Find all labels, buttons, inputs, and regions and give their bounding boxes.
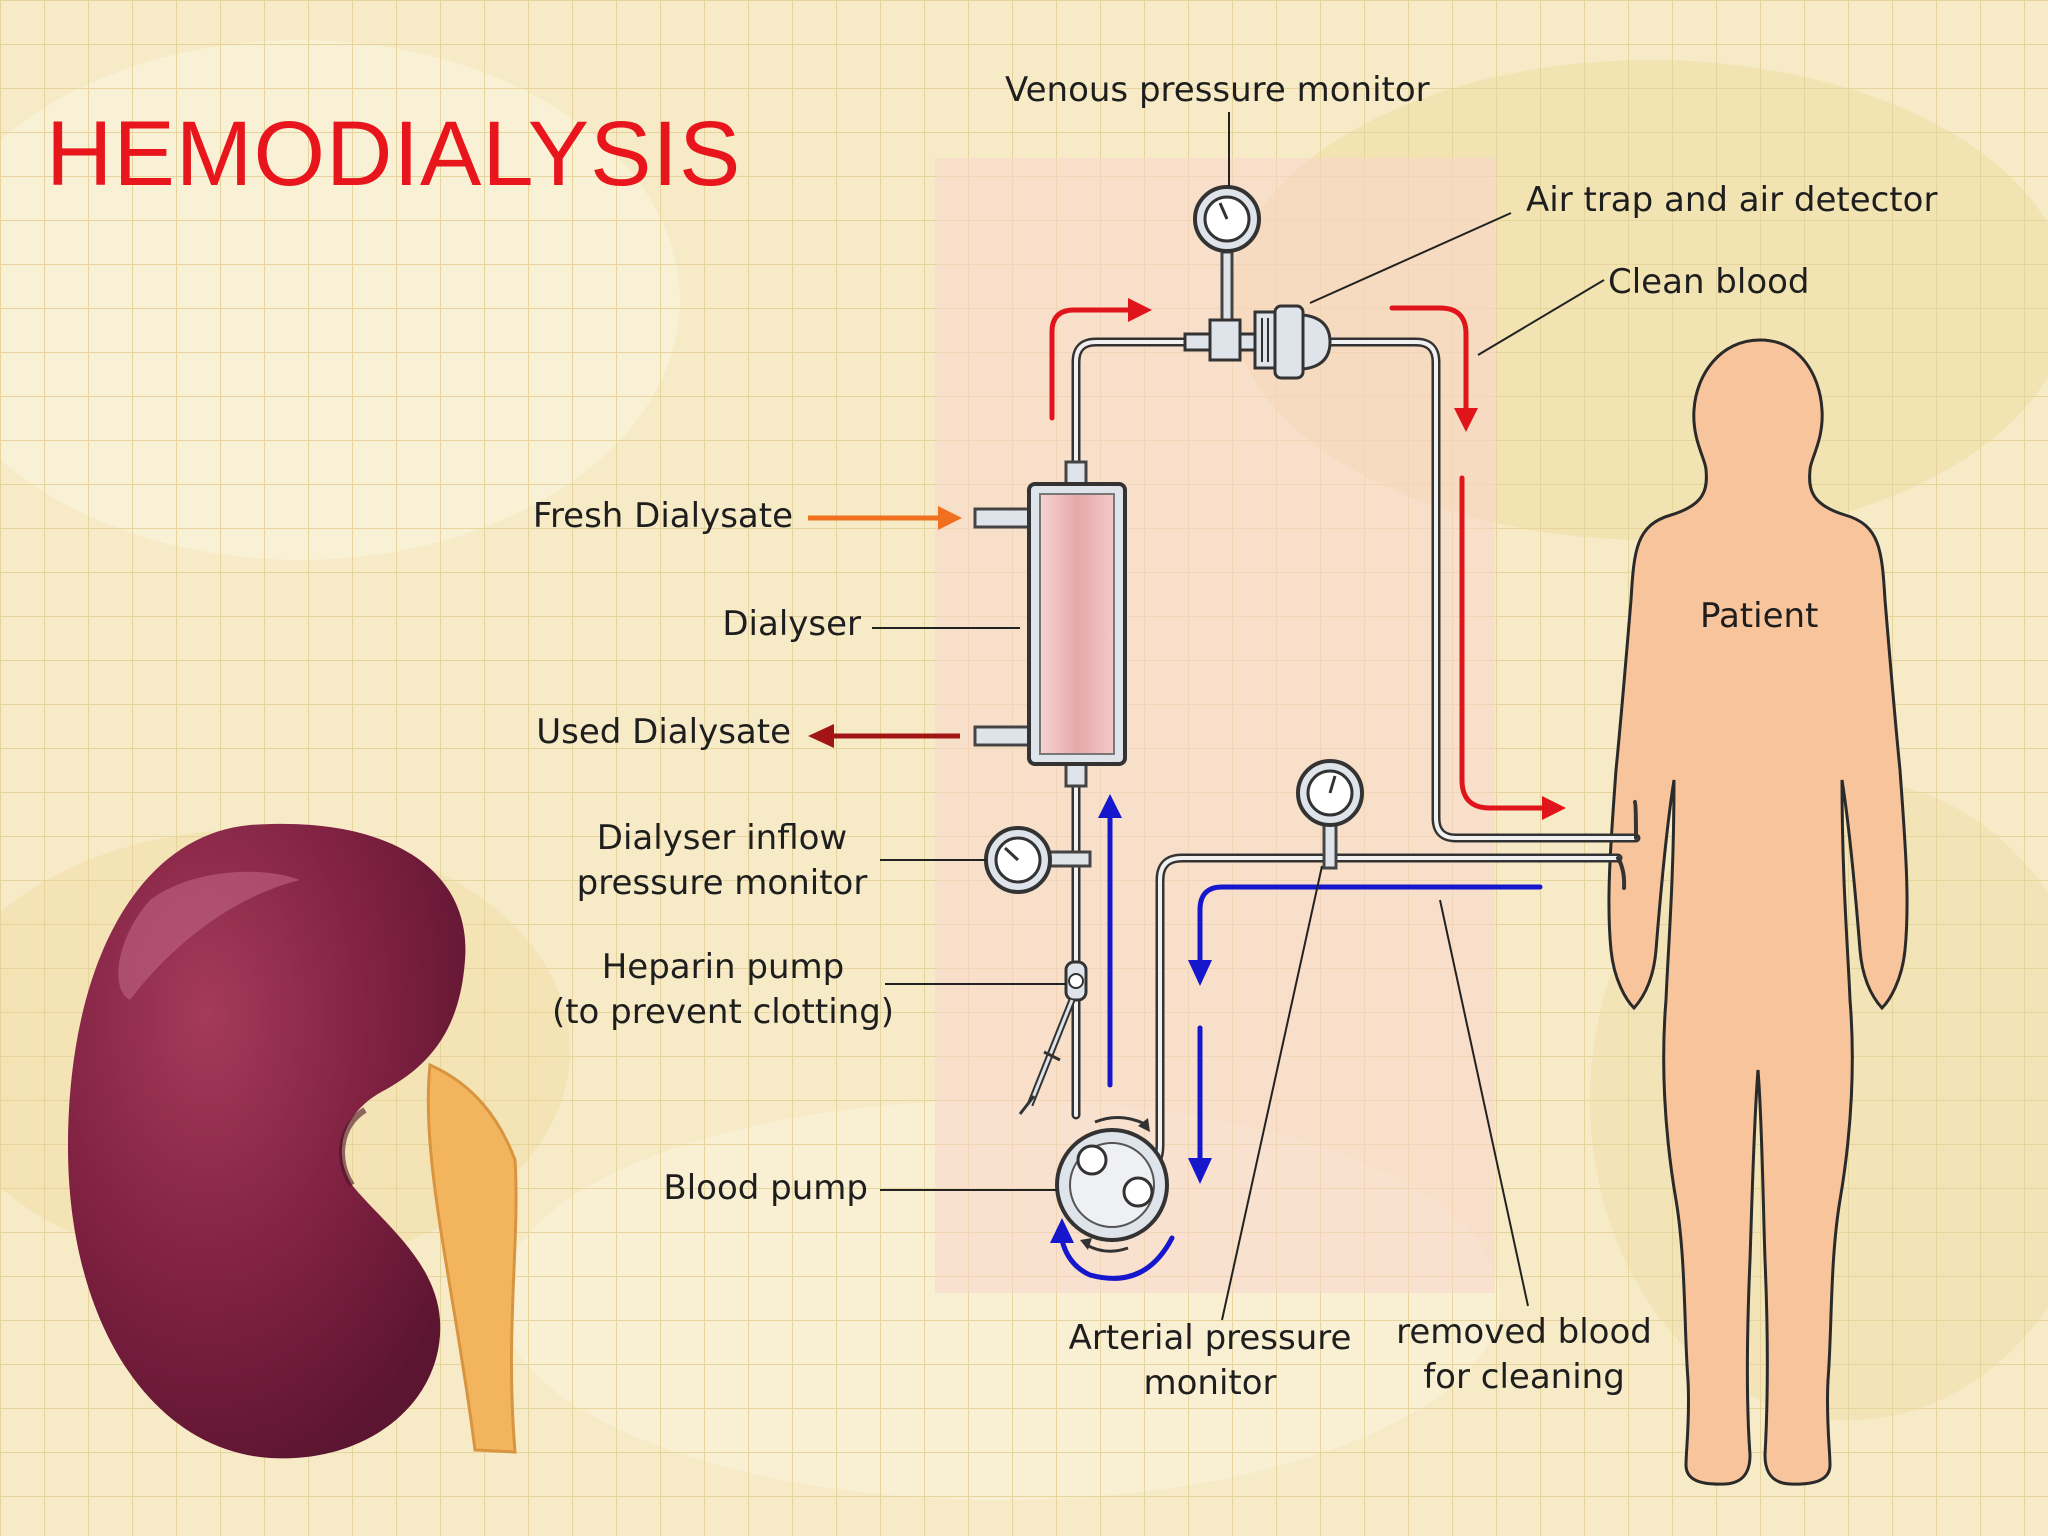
label-heparin-line1: Heparin pump [601, 947, 845, 987]
label-dialyser: Dialyser [722, 604, 861, 644]
label-arterial-line1: Arterial pressure [1068, 1318, 1352, 1358]
label-removed-line2: for cleaning [1423, 1357, 1625, 1397]
label-venous-pressure-monitor: Venous pressure monitor [1005, 70, 1430, 110]
arterial-pressure-gauge [1296, 759, 1364, 870]
label-heparin-pump: Heparin pump (to prevent clotting) [520, 945, 926, 1035]
blood-pump [1055, 1116, 1169, 1253]
label-arterial-line2: monitor [1143, 1363, 1277, 1403]
air-trap-device [1183, 304, 1332, 380]
label-air-trap: Air trap and air detector [1526, 180, 1938, 220]
venous-pressure-gauge [1193, 185, 1261, 324]
heparin-pump [1018, 960, 1088, 1115]
dialyser-inflow-gauge [984, 826, 1092, 894]
slide-title: HEMODIALYSIS [46, 103, 742, 205]
label-dialyser-inflow-line1: Dialyser inflow [596, 818, 848, 858]
label-removed-line1: removed blood [1396, 1312, 1652, 1352]
label-clean-blood: Clean blood [1608, 262, 1810, 302]
label-fresh-dialysate: Fresh Dialysate [532, 496, 793, 536]
label-used-dialysate: Used Dialysate [536, 712, 791, 752]
removed-blood-arrowheads [1050, 794, 1212, 1243]
used-dialysate-arrow [808, 724, 960, 748]
kidney-illustration [67, 823, 518, 1459]
label-arterial-pressure-monitor: Arterial pressure monitor [1050, 1316, 1370, 1406]
patient-silhouette [1607, 338, 1909, 1486]
label-heparin-line2: (to prevent clotting) [551, 992, 895, 1032]
label-removed-blood: removed blood for cleaning [1370, 1310, 1678, 1400]
clean-blood-arrows [1049, 305, 1548, 811]
dialyser-cartridge [1027, 482, 1127, 766]
fresh-dialysate-arrow [808, 506, 962, 530]
clean-blood-arrowheads [1128, 298, 1566, 820]
label-dialyser-inflow-monitor: Dialyser inflow pressure monitor [540, 816, 904, 906]
leader-lines [872, 112, 1605, 1321]
label-patient: Patient [1700, 596, 1819, 636]
label-blood-pump: Blood pump [663, 1168, 868, 1208]
removed-blood-arrows [1059, 813, 1543, 1281]
label-dialyser-inflow-line2: pressure monitor [576, 863, 868, 903]
